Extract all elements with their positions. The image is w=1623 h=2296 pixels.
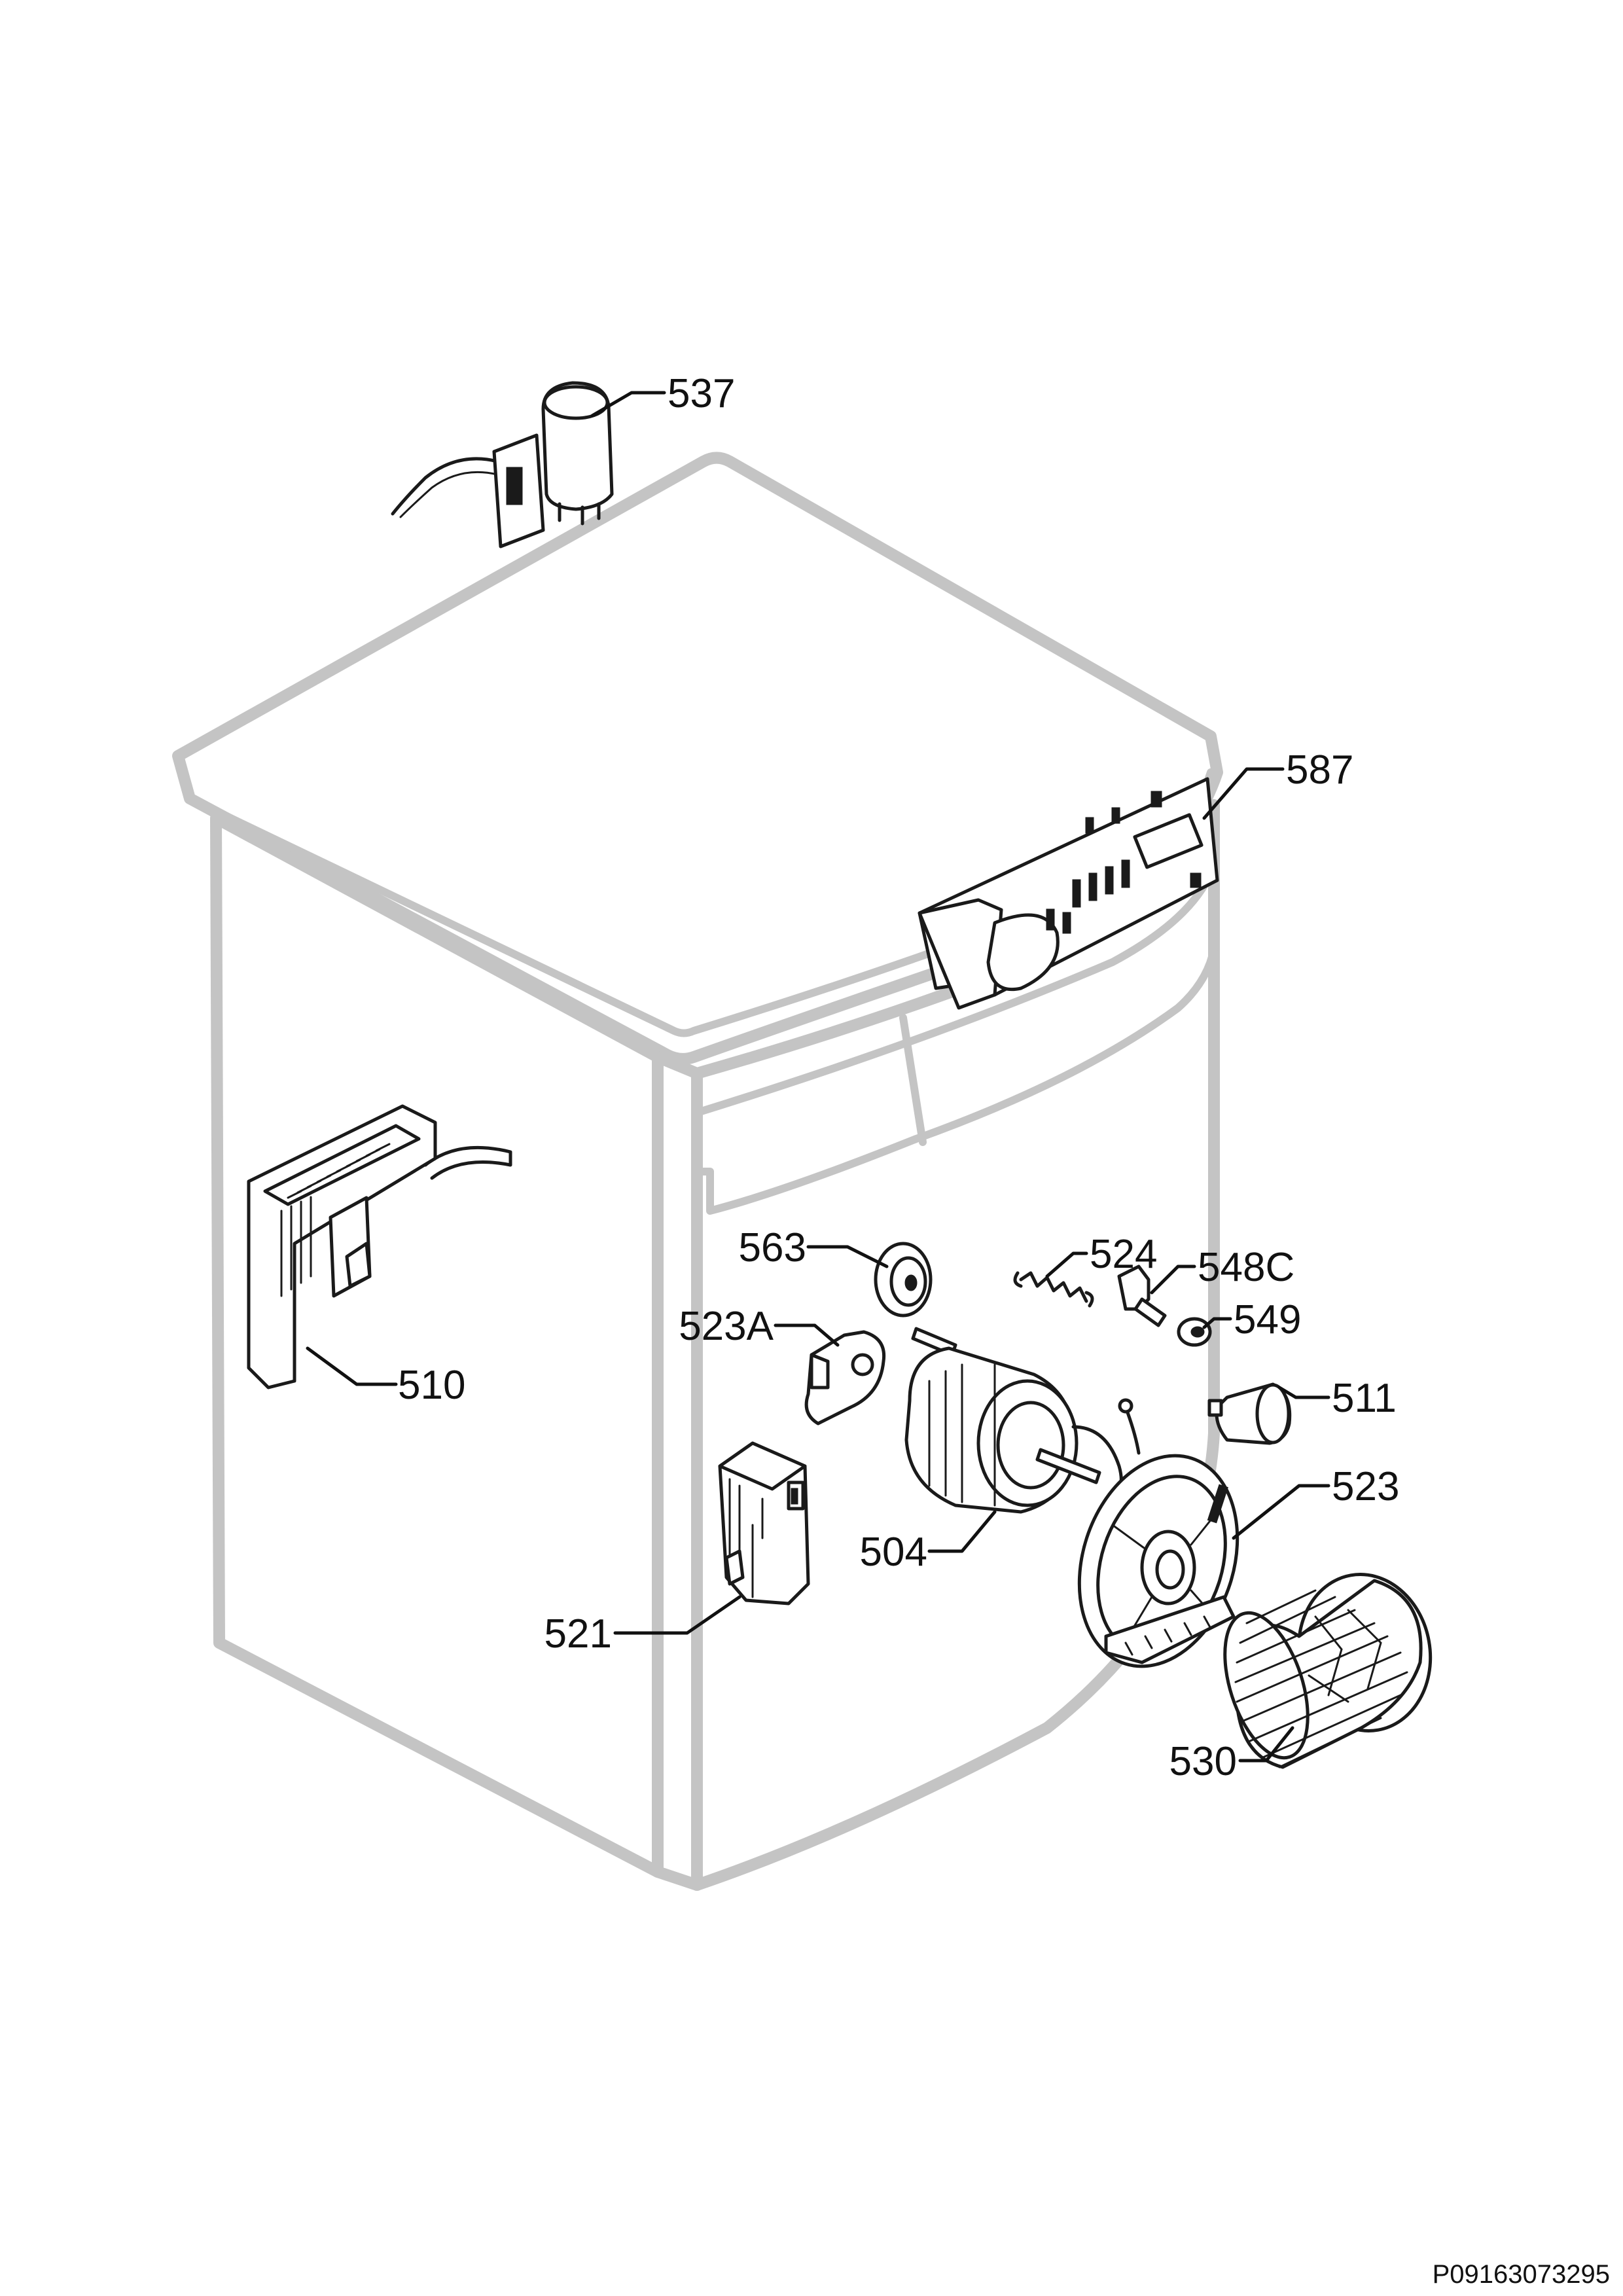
heater-thermostat: [345, 1242, 372, 1288]
part-548c-sensor: [1117, 1265, 1167, 1327]
heater-cable: [423, 1145, 512, 1180]
leader-530: [1238, 1726, 1294, 1763]
part-524-spring: [1013, 1271, 1094, 1308]
callout-504: 504: [860, 1530, 927, 1575]
leader-511: [1277, 1386, 1330, 1399]
filter-bracket-slot: [506, 467, 523, 505]
document-code: P09163073295: [1433, 2260, 1610, 2289]
motor-front-inner: [996, 1401, 1065, 1490]
lock-ribs: [728, 1478, 764, 1598]
motor-wire-lug: [1118, 1398, 1133, 1414]
cabinet-control-lower: [693, 945, 1218, 1215]
cabinet-top-lid: [172, 452, 1223, 1065]
part-511-capacitor: [1207, 1382, 1292, 1445]
leader-504: [927, 1510, 997, 1553]
part-530-fan-wheel: [1223, 1573, 1433, 1769]
part-521-door-lock: [718, 1441, 810, 1605]
housing-base-slots: [1124, 1615, 1212, 1656]
lock-tab: [724, 1549, 745, 1586]
fan-blades: [1234, 1589, 1408, 1768]
housing-side-slot: [1207, 1484, 1228, 1524]
callout-511: 511: [1332, 1376, 1397, 1421]
leader-lines: [306, 391, 1330, 1763]
bracket-hole: [851, 1353, 874, 1376]
leader-549: [1202, 1317, 1232, 1329]
callout-549: 549: [1234, 1297, 1301, 1342]
capacitor-end: [1255, 1383, 1291, 1444]
housing-base: [1104, 1595, 1236, 1664]
heater-top: [263, 1124, 421, 1206]
part-523a-bracket: [804, 1330, 886, 1426]
part-563-pulley: [874, 1242, 933, 1318]
callout-524: 524: [1090, 1232, 1157, 1277]
bracket-tab: [810, 1353, 830, 1390]
lock-top: [718, 1441, 807, 1491]
part-537-interference-filter: [391, 381, 614, 548]
callout-523: 523: [1332, 1464, 1399, 1509]
capacitor-terminal: [1207, 1399, 1223, 1417]
cabinet-control-strip: [693, 860, 1218, 1117]
leader-537: [590, 391, 666, 418]
part-587-control-board: [918, 777, 1219, 1010]
callout-510: 510: [398, 1363, 465, 1408]
callout-530: 530: [1169, 1739, 1237, 1784]
heater-coils: [280, 1143, 391, 1297]
leader-521: [613, 1595, 741, 1635]
lock-slot: [791, 1488, 798, 1505]
board-selector-wheel: [986, 913, 1060, 992]
housing-hub-inner: [1155, 1549, 1185, 1590]
callout-521: 521: [544, 1611, 612, 1657]
callout-523a: 523A: [679, 1304, 774, 1349]
callout-537: 537: [668, 371, 735, 416]
leader-587: [1202, 767, 1285, 820]
leader-524: [1045, 1251, 1088, 1278]
spring-hooks: [1013, 1271, 1094, 1308]
part-510-heating-element: [247, 1104, 512, 1390]
housing-spokes: [1111, 1511, 1219, 1631]
leader-523a: [774, 1323, 840, 1347]
leader-563: [806, 1245, 889, 1268]
motor-windings: [928, 1363, 996, 1507]
callout-587: 587: [1286, 747, 1353, 793]
fan-blade-ends: [1308, 1609, 1382, 1703]
part-523-fan-housing: [1077, 1454, 1240, 1668]
leader-548c: [1150, 1265, 1196, 1295]
leader-523: [1232, 1484, 1330, 1540]
sensor-shaft: [1133, 1297, 1167, 1327]
cabinet-control-divider: [899, 1014, 927, 1146]
filter-cable: [391, 457, 499, 516]
spring-coil: [1019, 1271, 1088, 1303]
callout-labels: 537 587 510 563 524 548C 549 523A 511 52…: [398, 371, 1399, 1784]
board-selector-housing: [918, 898, 1003, 1010]
board-display: [1133, 813, 1204, 869]
board-button-rows: [1046, 791, 1202, 934]
filter-cap: [543, 385, 609, 420]
filter-terminals: [558, 502, 601, 526]
callout-548c: 548C: [1198, 1245, 1294, 1290]
filter-cable-inner: [399, 471, 499, 518]
motor-shaft-front: [1035, 1448, 1101, 1484]
pulley-hub: [904, 1274, 918, 1291]
callout-563: 563: [739, 1225, 806, 1270]
leader-510: [306, 1346, 398, 1386]
part-549-bushing: [1177, 1317, 1212, 1347]
bushing-inner: [1190, 1326, 1205, 1338]
part-504-motor: [904, 1327, 1141, 1514]
